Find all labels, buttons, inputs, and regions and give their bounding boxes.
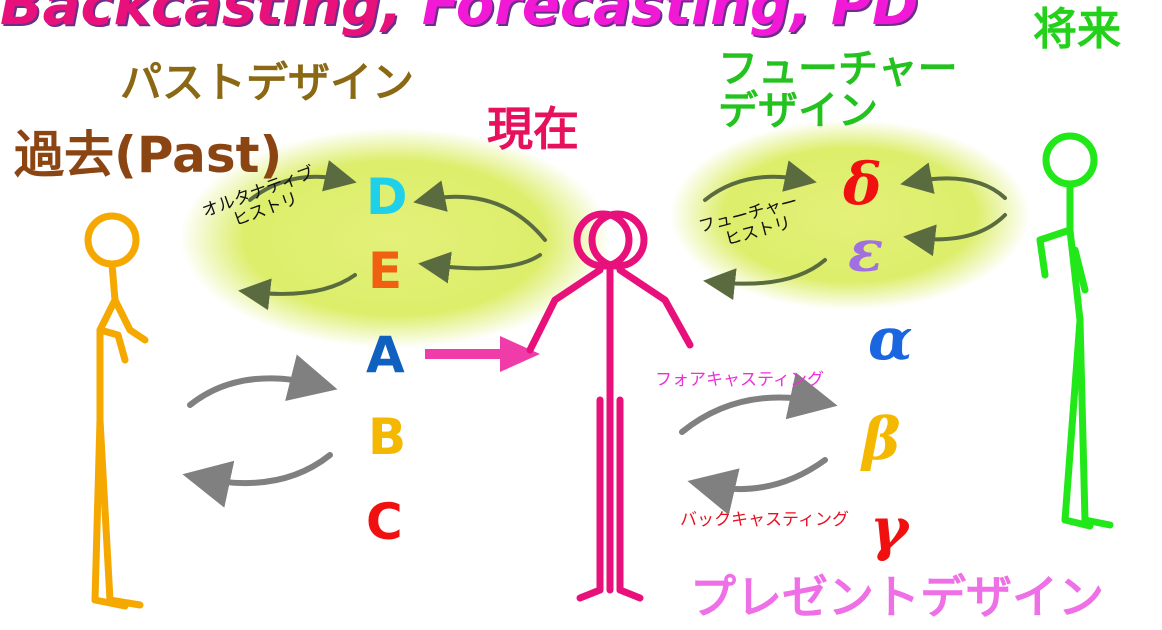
future-design-line-1: フューチャー: [718, 46, 958, 92]
past-person: [84, 212, 149, 610]
present-person: [526, 210, 694, 602]
past-label: 過去(Past): [14, 126, 283, 184]
option-epsilon: ε: [848, 217, 884, 285]
option-gamma: γ: [870, 495, 909, 563]
title-pd: PD: [811, 0, 919, 38]
future-design-label: フューチャー デザイン: [718, 48, 958, 132]
alternative-history-arrows: [238, 160, 547, 311]
option-beta: β: [862, 405, 901, 473]
title-forecasting: Forecasting,: [402, 0, 812, 38]
now-label: 現在: [487, 102, 579, 156]
option-b: B: [368, 408, 407, 466]
forecasting-label: フォアキャスティング: [655, 370, 824, 390]
future-person: [1036, 132, 1114, 530]
page-title: Backcasting, Forecasting, PD: [0, 0, 918, 34]
option-a: A: [366, 326, 405, 384]
option-alpha: α: [868, 305, 913, 373]
option-delta: δ: [843, 150, 882, 218]
option-d: D: [366, 168, 408, 226]
option-e: E: [368, 242, 403, 300]
past-cycle-arrows: [182, 354, 338, 508]
a-to-present-arrow: [425, 336, 540, 372]
title-backcasting: Backcasting,: [0, 0, 403, 38]
future-history-highlight: [670, 120, 1030, 310]
option-c: C: [366, 493, 403, 551]
future-label: 将来: [1033, 4, 1121, 55]
future-history-arrows: [703, 160, 1007, 301]
future-design-line-2: デザイン: [718, 88, 878, 134]
forecast-backcast-arrows: [679, 372, 838, 516]
backcasting-label: バックキャスティング: [680, 510, 849, 530]
past-design-label: パストデザイン: [120, 58, 415, 107]
present-design-label: プレゼントデザイン: [690, 570, 1104, 624]
